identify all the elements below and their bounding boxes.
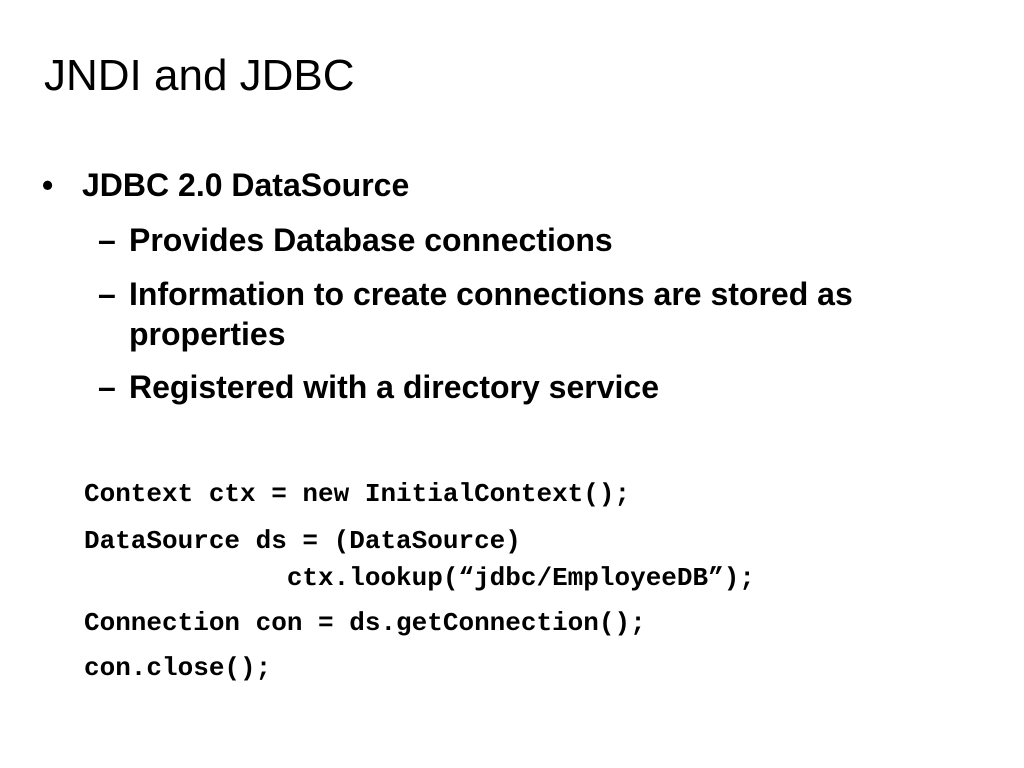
main-bullet-text: JDBC 2.0 DataSource [82,167,410,203]
code-line: ctx.lookup(“jdbc/EmployeeDB”); [84,563,755,593]
code-line: DataSource ds = (DataSource) [84,526,521,556]
sub-bullet-marker: – [98,276,116,312]
main-bullet: • JDBC 2.0 DataSource [42,165,409,205]
code-line: Connection con = ds.getConnection(); [84,608,646,638]
sub-bullet-text: Registered with a directory service [129,369,659,405]
code-line: Context ctx = new InitialContext(); [84,479,631,509]
code-line: con.close(); [84,653,272,683]
sub-bullet-text: Information to create connections are st… [129,276,853,352]
bullet-marker: • [42,167,54,203]
sub-bullet-1: – Provides Database connections [98,220,989,260]
sub-bullet-marker: – [98,222,116,258]
sub-bullet-text: Provides Database connections [129,222,613,258]
sub-bullet-2: – Information to create connections are … [98,274,989,354]
slide-title: JNDI and JDBC [44,51,355,100]
sub-bullet-marker: – [98,369,116,405]
sub-bullet-3: – Registered with a directory service [98,367,989,407]
